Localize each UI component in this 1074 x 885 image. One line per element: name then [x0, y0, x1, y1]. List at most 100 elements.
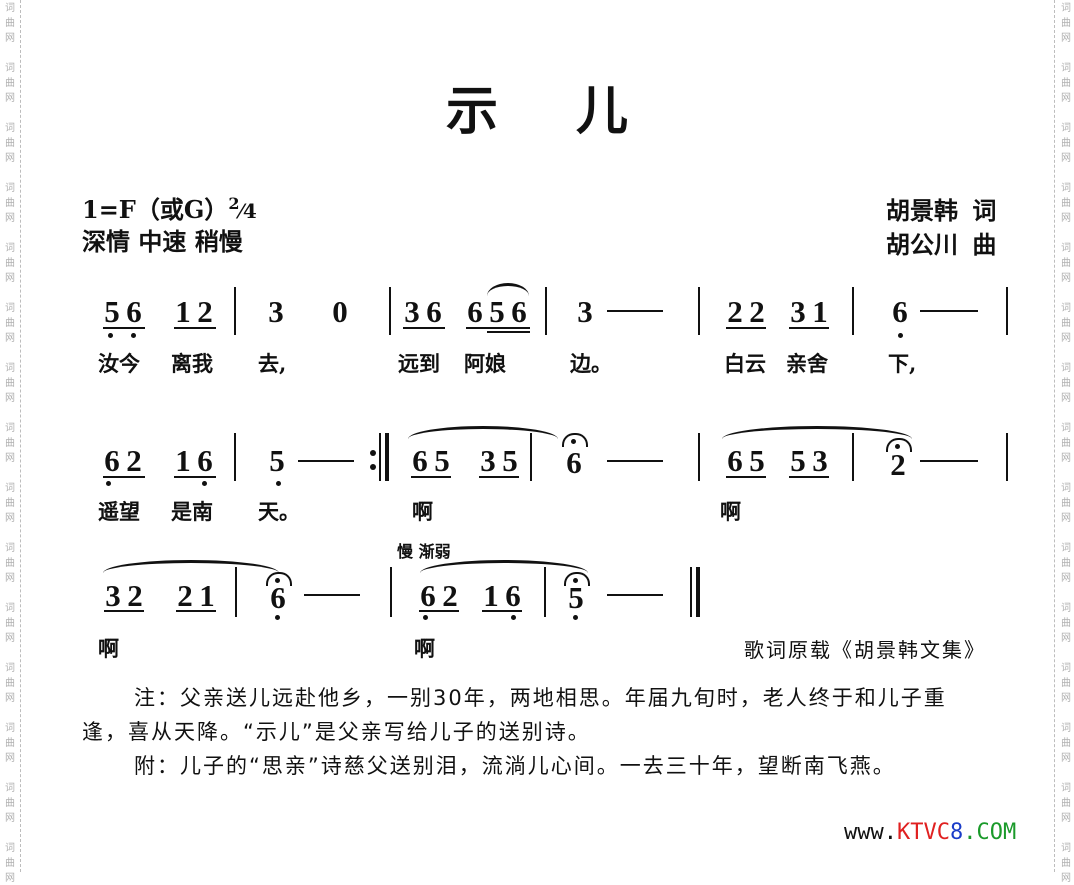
lyric: 阿娘 [464, 351, 506, 376]
low-dot [423, 615, 428, 620]
watermark-char: 词 [1061, 423, 1071, 434]
watermark-char: 词 [5, 243, 15, 254]
watermark-char: 网 [5, 513, 15, 524]
final-barline-thick [696, 567, 700, 617]
watermark-char: 词 [1061, 783, 1071, 794]
watermark-char: 词 [1061, 363, 1071, 374]
watermark-char: 词 [5, 603, 15, 614]
watermark-char: 曲 [5, 858, 15, 869]
lyric: 边。 [570, 351, 612, 376]
expression-marking: 慢 渐弱 [397, 542, 451, 561]
watermark-char: 网 [1061, 93, 1071, 104]
key-signature: 1=F（或G）2⁄4 [82, 188, 257, 227]
watermark-char: 词 [1061, 243, 1071, 254]
lyric: 亲舍 [786, 351, 828, 376]
underline [487, 331, 530, 333]
watermark-char: 曲 [1061, 558, 1071, 569]
watermark-char: 曲 [5, 678, 15, 689]
left-watermark-strip: 词曲网词曲网词曲网词曲网词曲网词曲网词曲网词曲网词曲网词曲网词曲网词曲网词曲网词… [0, 0, 22, 884]
watermark-char: 网 [5, 333, 15, 344]
underline [174, 476, 216, 478]
fermata-icon [564, 572, 590, 586]
site-logo[interactable]: www.KTVC8.COM [844, 820, 1016, 845]
repeat-dot [370, 450, 376, 456]
watermark-char: 曲 [1061, 798, 1071, 809]
barline [530, 433, 532, 481]
barline [544, 567, 546, 617]
watermark-char: 曲 [1061, 858, 1071, 869]
watermark-char: 词 [5, 63, 15, 74]
slur [487, 283, 529, 296]
watermark-char: 词 [1061, 663, 1071, 674]
note-paragraph-line-1: 注：父亲送儿远赴他乡，一别30年，两地相思。年届九旬时，老人终于和儿子重 [134, 686, 947, 710]
underline [466, 327, 530, 329]
barline [698, 287, 700, 335]
watermark-char: 网 [5, 273, 15, 284]
low-dot [573, 615, 578, 620]
underline [419, 610, 459, 612]
watermark-char: 网 [5, 453, 15, 464]
underline [403, 327, 445, 329]
logo-ktv: KTV [896, 820, 937, 845]
note: 5 [434, 443, 450, 478]
note: 6 [126, 294, 142, 329]
low-dot [511, 615, 516, 620]
slur [408, 426, 558, 439]
watermark-char: 曲 [5, 798, 15, 809]
watermark-char: 网 [5, 873, 15, 884]
watermark-char: 网 [5, 393, 15, 404]
note: 2 [177, 578, 193, 613]
watermark-char: 曲 [1061, 618, 1071, 629]
underline [726, 327, 766, 329]
barline [235, 567, 237, 617]
lyrics-source: 歌词原载《胡景韩文集》 [744, 638, 986, 662]
slur [103, 560, 279, 573]
barline [1006, 433, 1008, 481]
note: 3 [480, 443, 496, 478]
underline [174, 327, 216, 329]
repeat-dot [370, 464, 376, 470]
note: 3 [268, 294, 284, 329]
watermark-char: 词 [5, 843, 15, 854]
fermata-dot [275, 578, 280, 583]
low-dot [108, 333, 113, 338]
note: 2 [749, 294, 765, 329]
watermark-char: 网 [1061, 753, 1071, 764]
note: 2 [127, 578, 143, 613]
watermark-char: 词 [5, 3, 15, 14]
watermark-char: 词 [1061, 183, 1071, 194]
watermark-char: 词 [1061, 543, 1071, 554]
underline [411, 476, 451, 478]
lyric: 天。 [258, 499, 300, 524]
watermark-char: 词 [1061, 723, 1071, 734]
lyric: 啊 [412, 499, 433, 524]
watermark-char: 网 [1061, 813, 1071, 824]
fermata-dot [573, 578, 578, 583]
note: 3 [812, 443, 828, 478]
watermark-char: 曲 [1061, 498, 1071, 509]
watermark-char: 网 [1061, 453, 1071, 464]
extension-dash [304, 594, 360, 596]
extension-dash [298, 460, 354, 462]
note: 2 [442, 578, 458, 613]
note: 3 [790, 294, 806, 329]
watermark-char: 曲 [1061, 318, 1071, 329]
watermark-char: 网 [5, 213, 15, 224]
note: 6 [727, 443, 743, 478]
watermark-char: 词 [1061, 3, 1071, 14]
note: 2 [890, 447, 906, 482]
note: 5 [489, 294, 505, 329]
note: 5 [104, 294, 120, 329]
lyric: 下, [888, 351, 917, 376]
watermark-char: 词 [5, 663, 15, 674]
watermark-char: 曲 [1061, 378, 1071, 389]
note: 3 [105, 578, 121, 613]
barline [234, 287, 236, 335]
note: 3 [404, 294, 420, 329]
lyric: 啊 [98, 636, 119, 661]
watermark-char: 词 [1061, 123, 1071, 134]
lyric: 汝今 [98, 351, 140, 376]
lyricist-credit: 胡景韩 词 [886, 196, 997, 225]
note-paragraph-line-2: 逢，喜从天降。“示儿”是父亲写给儿子的送别诗。 [82, 720, 591, 744]
note: 3 [577, 294, 593, 329]
